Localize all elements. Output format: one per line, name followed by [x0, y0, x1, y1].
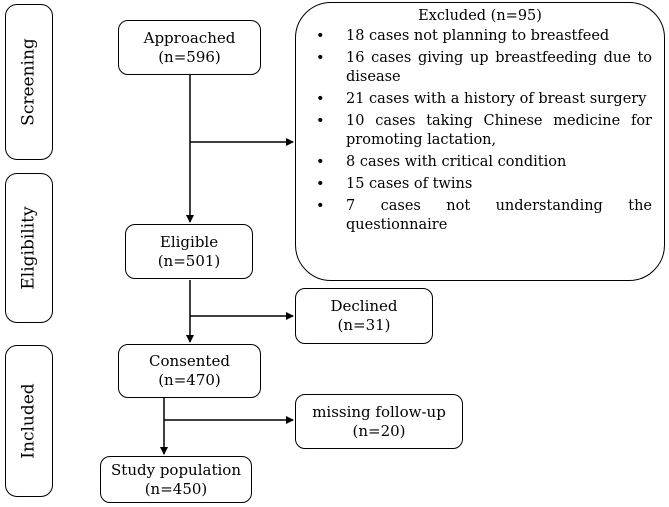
consented-box: Consented (n=470)	[118, 344, 261, 398]
excluded-list: 18 cases not planning to breastfeed 16 c…	[308, 27, 652, 238]
approached-label: Approached	[143, 28, 236, 47]
eligible-box: Eligible (n=501)	[125, 224, 253, 279]
study-population-box: Study population (n=450)	[100, 456, 252, 503]
declined-count: (n=31)	[337, 316, 391, 334]
excluded-box: Excluded (n=95) 18 cases not planning to…	[295, 2, 665, 281]
excluded-item: 18 cases not planning to breastfeed	[308, 27, 652, 46]
consented-count: (n=470)	[158, 371, 221, 389]
eligible-label: Eligible	[159, 232, 219, 251]
stage-screening: Screening	[5, 4, 53, 160]
stage-included-label: Included	[18, 383, 39, 459]
missing-followup-count: (n=20)	[352, 421, 406, 440]
study-population-label: Study population	[111, 460, 241, 479]
study-population-count: (n=450)	[144, 479, 208, 498]
stage-eligibility-label: Eligibility	[18, 206, 39, 290]
excluded-item: 15 cases of twins	[308, 175, 652, 194]
stage-included: Included	[5, 345, 53, 497]
declined-box: Declined (n=31)	[295, 288, 433, 344]
consented-label: Consented	[149, 352, 230, 370]
approached-count: (n=596)	[158, 47, 221, 66]
missing-followup-label: missing follow-up	[312, 402, 446, 421]
excluded-item: 21 cases with a history of breast surger…	[308, 90, 652, 109]
eligible-count: (n=501)	[157, 251, 221, 270]
missing-followup-box: missing follow-up (n=20)	[295, 394, 463, 449]
stage-eligibility: Eligibility	[5, 173, 53, 323]
declined-label: Declined	[330, 297, 398, 315]
approached-box: Approached (n=596)	[118, 20, 261, 75]
excluded-item: 8 cases with critical condition	[308, 153, 652, 172]
stage-screening-label: Screening	[18, 38, 39, 126]
excluded-item: 16 cases giving up breastfeeding due to …	[308, 49, 652, 87]
excluded-item: 10 cases taking Chinese medicine for pro…	[308, 112, 652, 150]
excluded-item: 7 cases not understanding the questionna…	[308, 197, 652, 235]
excluded-title: Excluded (n=95)	[418, 8, 542, 24]
